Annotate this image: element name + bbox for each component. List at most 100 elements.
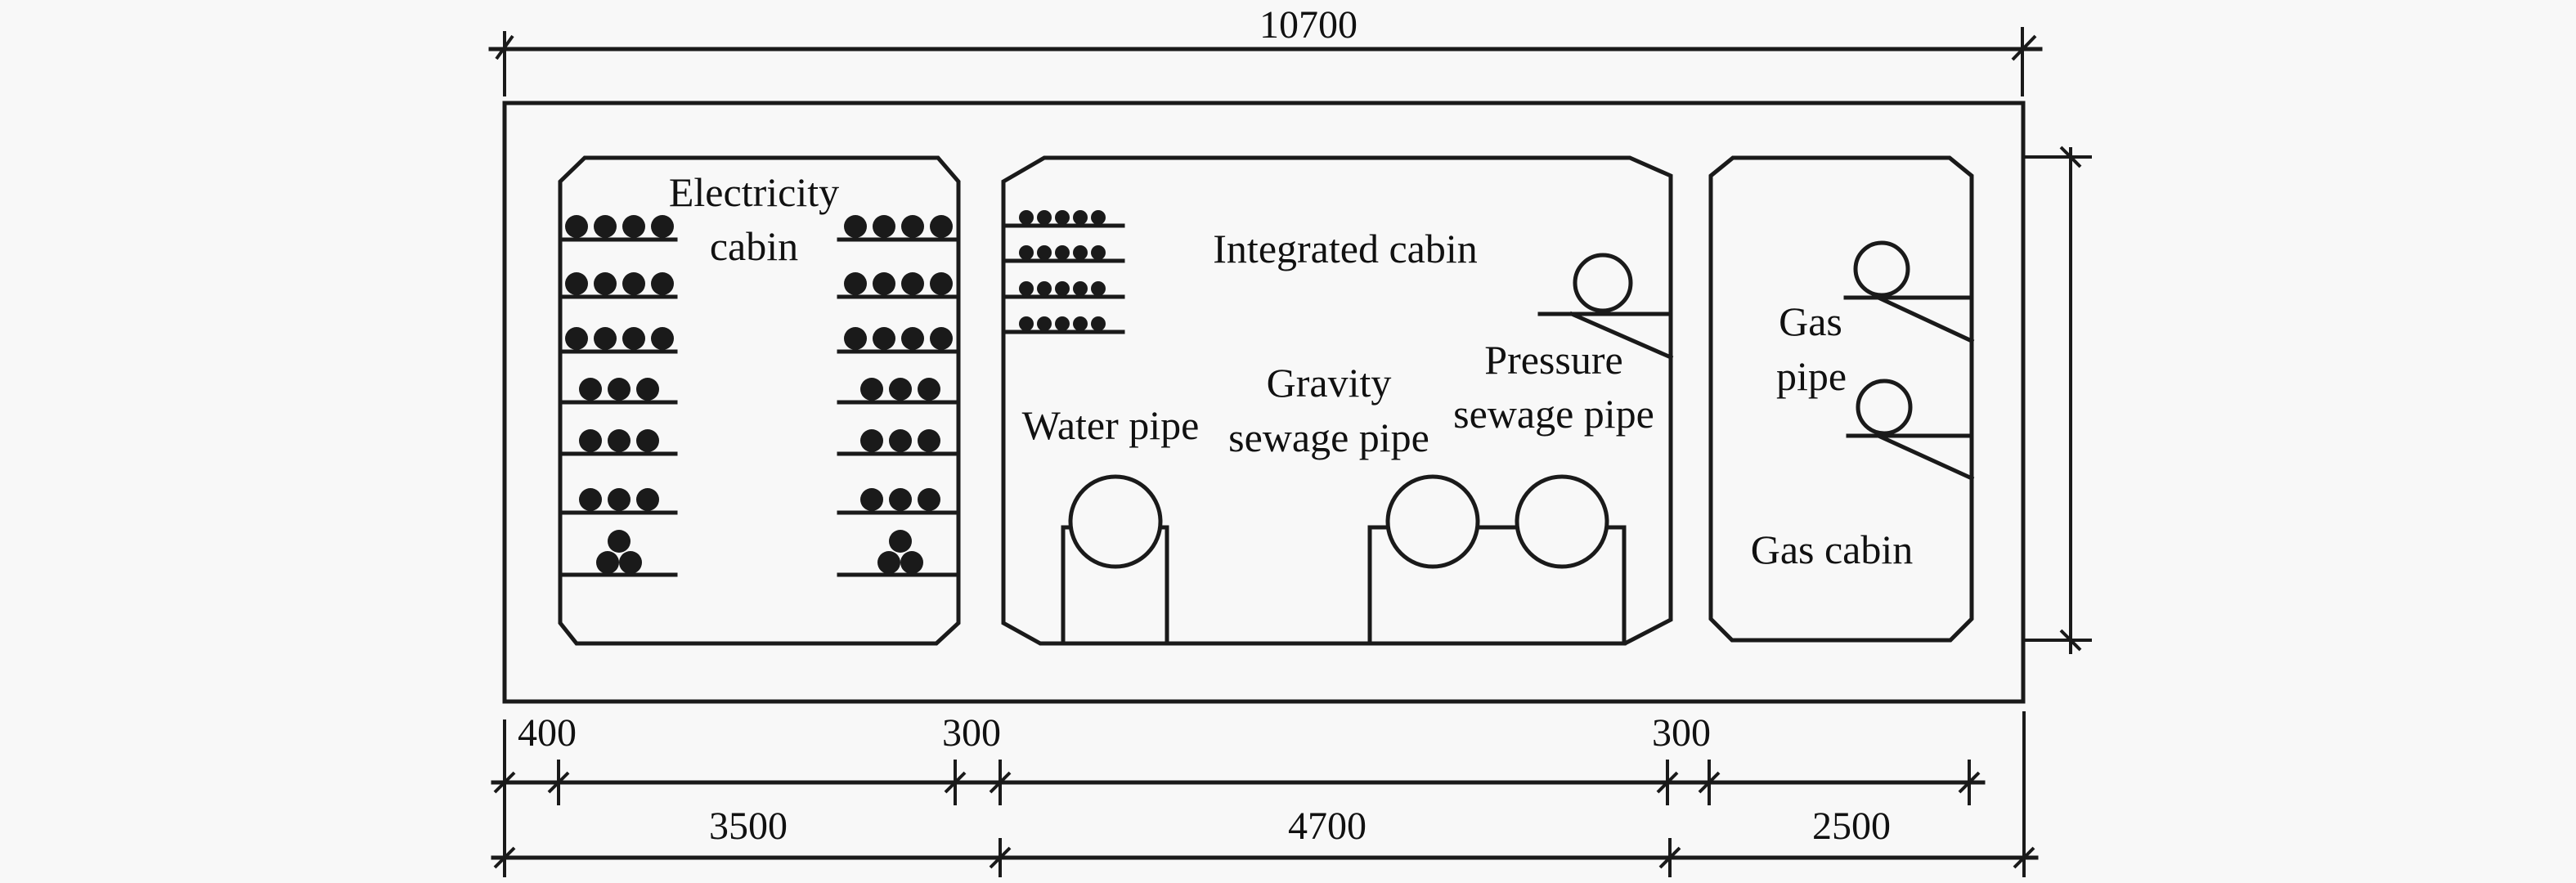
cable-icon <box>901 327 924 350</box>
small-cable-icon <box>1019 281 1034 296</box>
small-cable-racks <box>1001 210 1125 334</box>
electricity-cabin-label-line2: cabin <box>710 223 798 269</box>
cable-icon <box>636 488 659 511</box>
cable-icon <box>930 327 953 350</box>
overall-width-label: 10700 <box>1259 3 1358 47</box>
cable-icon <box>622 327 645 350</box>
cable-icon <box>651 272 674 295</box>
tick-mark <box>989 771 1012 794</box>
gravity-pipe-label-line1: Gravity <box>1267 360 1392 406</box>
gravity-pipe-label-line2: sewage pipe <box>1228 415 1429 460</box>
cable-icon <box>877 551 900 574</box>
small-cable-icon <box>1073 316 1088 331</box>
cable-icon <box>594 272 617 295</box>
small-cable-icon <box>1073 281 1088 296</box>
cable-icon <box>594 327 617 350</box>
integrated-cabin-label: Integrated cabin <box>1213 226 1477 271</box>
cable-icon <box>622 272 645 295</box>
gas-cabin: Gas pipe Gas cabin <box>1708 155 1975 643</box>
bracket-brace <box>1875 433 1975 482</box>
dim-integrated-label: 4700 <box>1288 805 1367 848</box>
cable-icon <box>608 530 631 553</box>
small-cable-icon <box>1055 281 1070 296</box>
pressure-pipe-label-line1: Pressure <box>1484 337 1622 383</box>
tick-mark <box>989 846 1012 869</box>
small-cable-icon <box>1019 245 1034 260</box>
cable-icon <box>636 378 659 401</box>
integrated-cabin-outline <box>1001 155 1673 646</box>
small-cable-icon <box>1037 316 1052 331</box>
tick-mark <box>493 771 516 794</box>
cable-icon <box>889 530 912 553</box>
tick-mark <box>2013 846 2035 869</box>
bottom-dimensions: 400 300 300 3500 4700 2500 <box>491 711 2039 877</box>
pressure-sewage-pipe-circle <box>1515 474 1609 569</box>
cable-racks <box>558 215 961 577</box>
tick-mark <box>1958 771 1981 794</box>
gas-cabin-label: Gas cabin <box>1751 527 1914 572</box>
small-cable-icon <box>1091 210 1106 225</box>
gas-pipe-circle <box>1856 379 1913 436</box>
tick-mark <box>2059 629 2082 652</box>
bracket-brace <box>1875 294 1975 344</box>
cable-icon <box>873 272 895 295</box>
cable-icon <box>918 378 940 401</box>
cable-icon <box>900 551 923 574</box>
cable-icon <box>579 378 602 401</box>
cable-icon <box>651 215 674 238</box>
gas-pipe-label-line2: pipe <box>1776 353 1847 399</box>
row1-ticks <box>493 760 1981 805</box>
tick-mark <box>547 771 570 794</box>
small-cable-icon <box>1055 245 1070 260</box>
small-cable-icon <box>1055 210 1070 225</box>
dim-gas-label: 2500 <box>1812 805 1891 848</box>
cable-icon <box>565 327 588 350</box>
cable-icon <box>918 488 940 511</box>
cable-icon <box>622 215 645 238</box>
small-cable-icon <box>1073 245 1088 260</box>
sewage-pipes <box>1367 474 1627 646</box>
electricity-cabin-outline <box>558 155 961 646</box>
tick-mark <box>493 846 516 869</box>
dim-electricity-label: 3500 <box>709 805 788 848</box>
dim-partition-2-label: 300 <box>1652 711 1711 755</box>
water-pipe-label: Water pipe <box>1022 402 1200 448</box>
bracket-brace <box>1568 311 1674 361</box>
gas-pipe-2 <box>1846 379 1975 482</box>
cable-icon <box>565 272 588 295</box>
tick-mark <box>944 771 967 794</box>
small-cable-icon <box>1037 210 1052 225</box>
dim-wall-left-label: 400 <box>518 711 577 755</box>
small-cable-icon <box>1091 281 1106 296</box>
tick-mark <box>2011 34 2037 61</box>
cable-icon <box>844 215 867 238</box>
pressure-pipe-label-line2: sewage pipe <box>1453 391 1654 437</box>
cable-icon <box>901 272 924 295</box>
cable-icon <box>930 272 953 295</box>
gas-pipe-circle <box>1853 240 1910 298</box>
cable-icon <box>860 429 883 452</box>
pressure-pipe-small-circle <box>1573 253 1633 313</box>
dim-partition-1-label: 300 <box>942 711 1001 755</box>
row2-ticks <box>493 838 2035 877</box>
cable-icon <box>889 378 912 401</box>
water-pipe <box>1061 474 1169 646</box>
small-cable-icon <box>1037 281 1052 296</box>
cable-icon <box>930 215 953 238</box>
small-cable-icon <box>1037 245 1052 260</box>
sewage-pipe-support <box>1367 525 1627 646</box>
gas-cabin-outline <box>1708 155 1974 643</box>
electricity-cabin-label-line1: Electricity <box>669 169 839 215</box>
cable-icon <box>636 429 659 452</box>
cable-icon <box>651 327 674 350</box>
small-cable-icon <box>1019 316 1034 331</box>
small-cable-icon <box>1055 316 1070 331</box>
cable-icon <box>844 272 867 295</box>
pressure-pipe-bracket <box>1537 253 1674 361</box>
cabin-height-dimension <box>2024 146 2092 654</box>
tick-mark <box>1658 846 1681 869</box>
cable-icon <box>860 488 883 511</box>
small-cable-icon <box>1019 210 1034 225</box>
small-cable-icon <box>1091 245 1106 260</box>
